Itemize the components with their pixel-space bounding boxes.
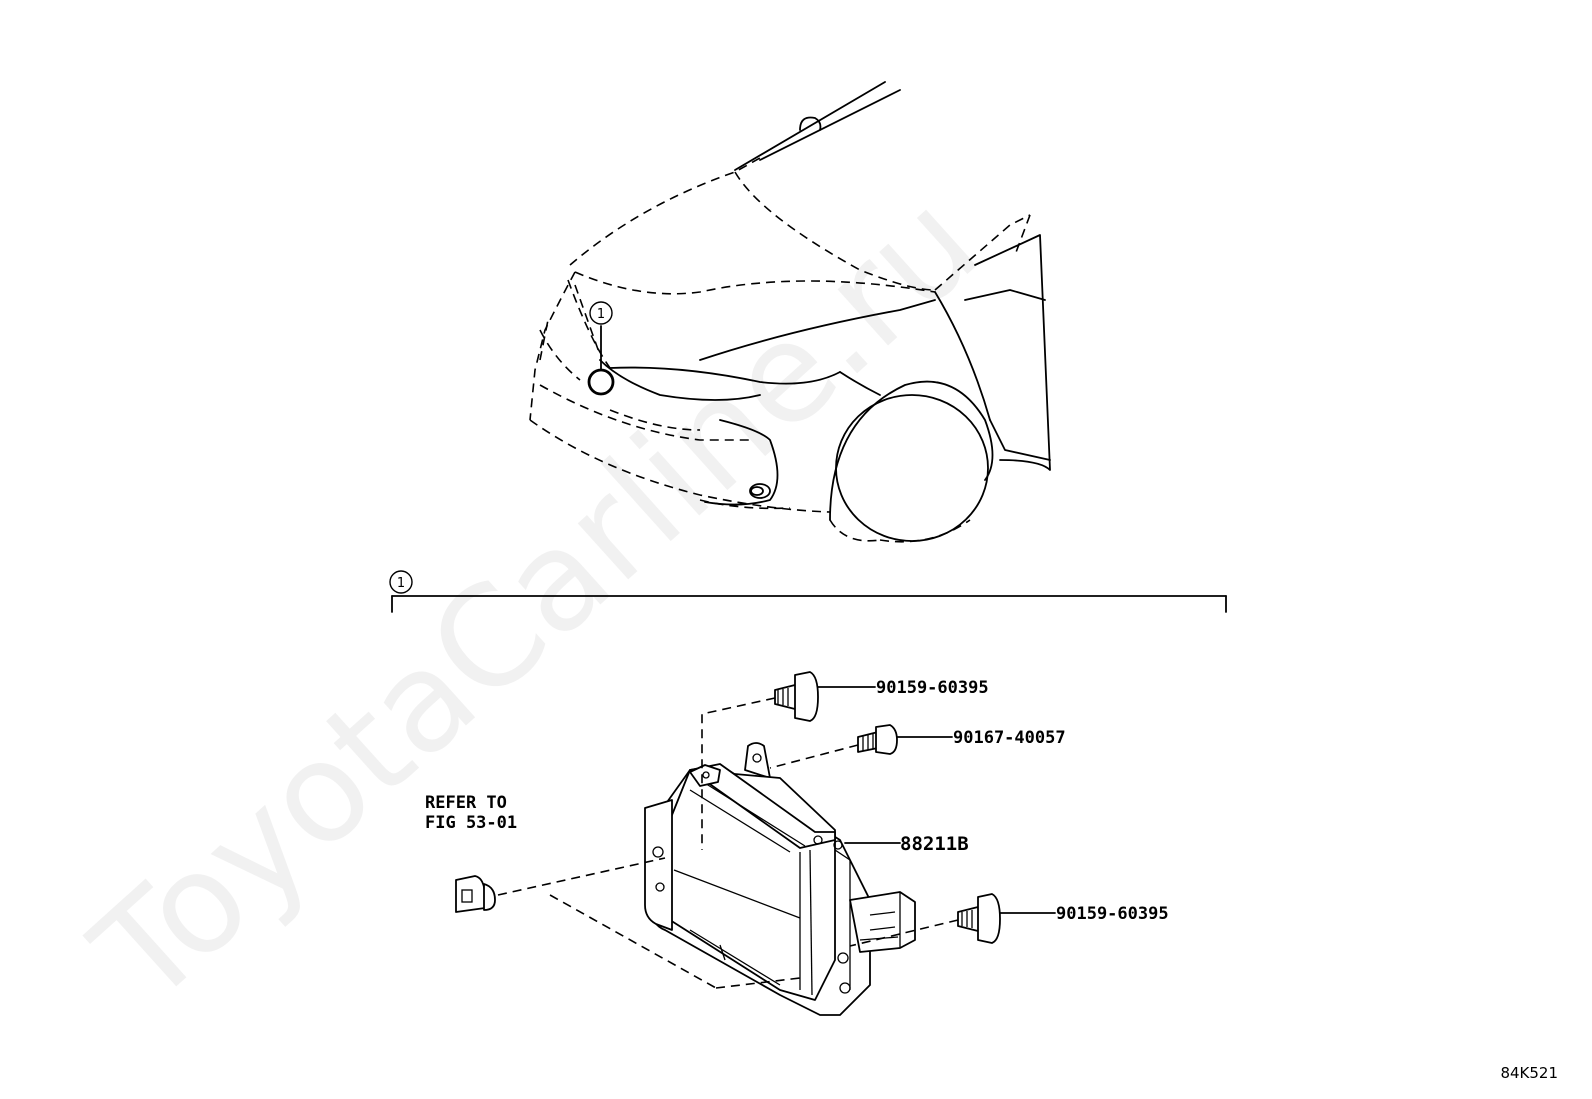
leader-lines <box>817 686 1056 914</box>
assembly-bracket: 1 <box>389 570 1227 613</box>
sensor-location-marker <box>587 368 615 396</box>
reference-label-line1: REFER TO <box>425 793 507 813</box>
car-front-illustration <box>529 81 1051 543</box>
bolt-top <box>774 671 819 722</box>
svg-text:1: 1 <box>397 576 405 591</box>
bolt-right <box>957 893 1001 944</box>
part-label-sensor: 88211B <box>900 833 969 855</box>
radar-sensor-unit <box>644 742 916 1016</box>
part-label-bolt-top: 90159-60395 <box>876 678 989 698</box>
reference-label-line2: FIG 53-01 <box>425 813 517 833</box>
part-label-screw: 90167-40057 <box>953 728 1066 748</box>
screw <box>857 724 898 755</box>
car-callout: 1 <box>589 301 613 325</box>
clip-nut <box>455 875 496 913</box>
svg-text:1: 1 <box>597 307 605 322</box>
figure-code: 84K521 <box>1500 1064 1558 1082</box>
part-label-bolt-right: 90159-60395 <box>1056 904 1169 924</box>
assembly-guide-lines <box>497 697 959 989</box>
